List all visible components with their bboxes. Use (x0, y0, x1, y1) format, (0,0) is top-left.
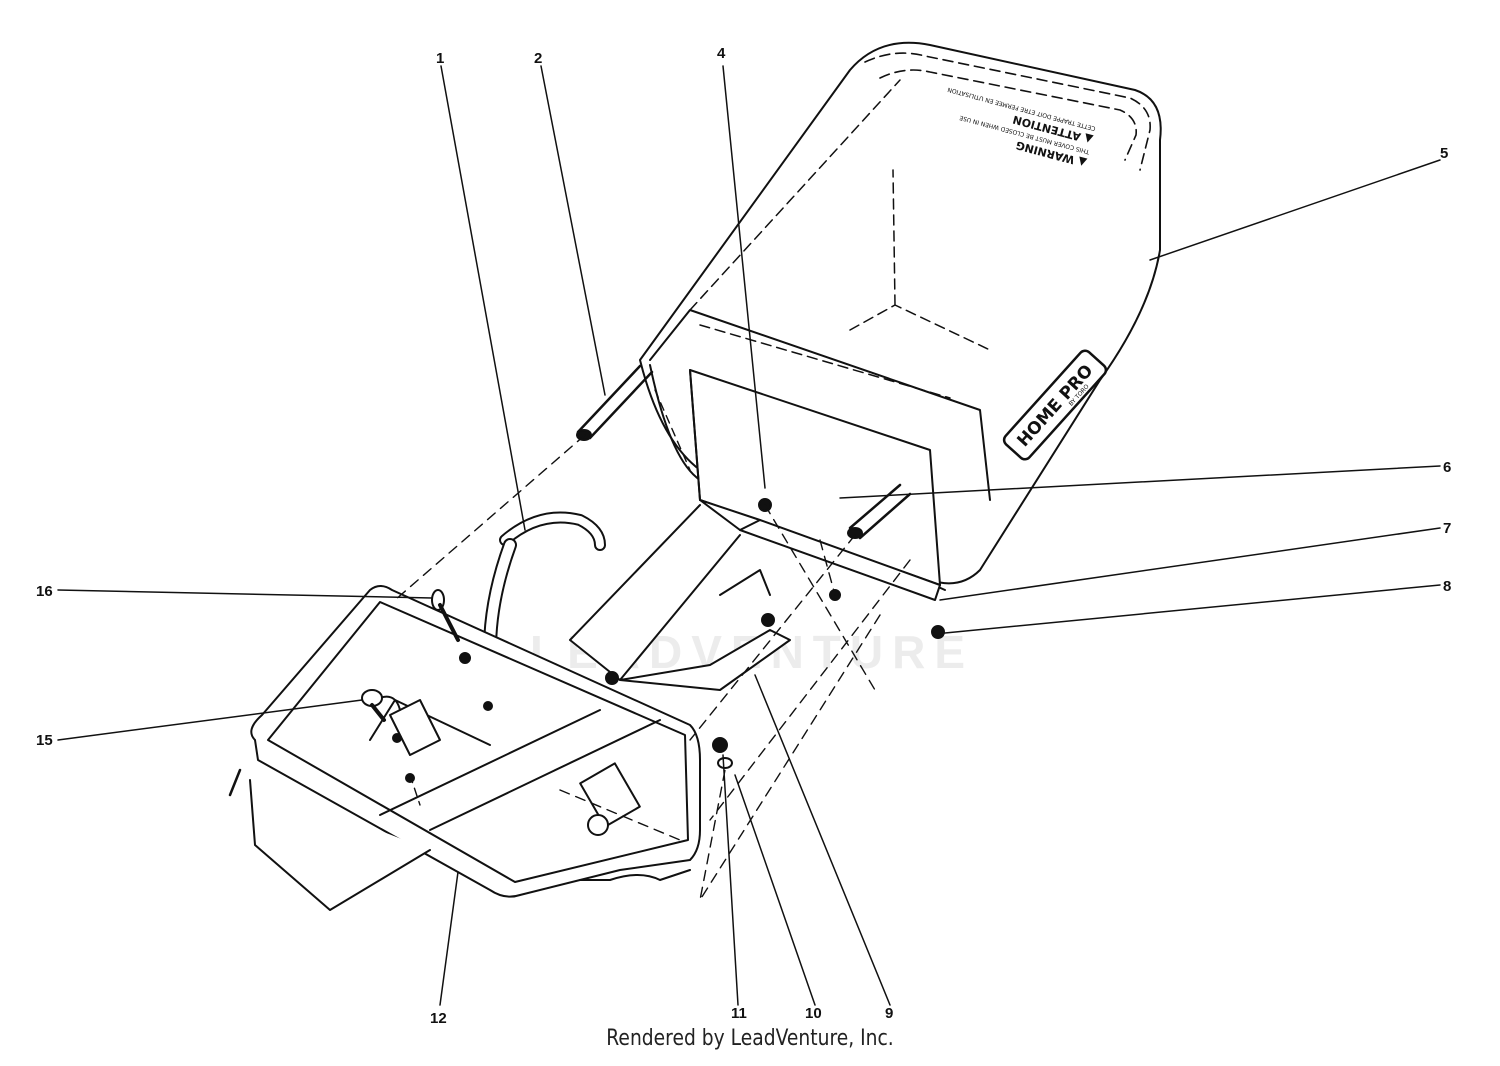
grass-bag: HOME PRO BY TORO ▲ WARNING THIS COVER MU… (639, 41, 1162, 591)
callout-15: 15 (36, 732, 53, 749)
assembly-lines (394, 434, 911, 901)
frame-rod (576, 364, 912, 540)
callout-leaders (57, 65, 1441, 1006)
callout-16: 16 (36, 583, 53, 600)
callout-2: 2 (534, 50, 542, 67)
screw-8 (931, 625, 945, 639)
callout-10: 10 (805, 1005, 822, 1022)
nut-11 (712, 737, 728, 753)
callout-9: 9 (885, 1005, 893, 1022)
bolt-15 (361, 689, 386, 722)
mounting-bracket (569, 498, 941, 691)
callout-8: 8 (1443, 578, 1451, 595)
callout-5: 5 (1440, 145, 1448, 162)
callout-11: 11 (731, 1005, 747, 1022)
washer-10 (717, 757, 733, 769)
pin (228, 768, 242, 797)
bolt-16 (431, 589, 460, 642)
callout-1: 1 (436, 50, 444, 67)
callout-12: 12 (430, 1010, 447, 1027)
discharge-chute (249, 585, 701, 911)
footer-credit: Rendered by LeadVenture, Inc. (606, 1026, 894, 1051)
callout-4: 4 (717, 45, 726, 62)
callout-7: 7 (1443, 520, 1451, 537)
callout-6: 6 (1443, 459, 1451, 476)
